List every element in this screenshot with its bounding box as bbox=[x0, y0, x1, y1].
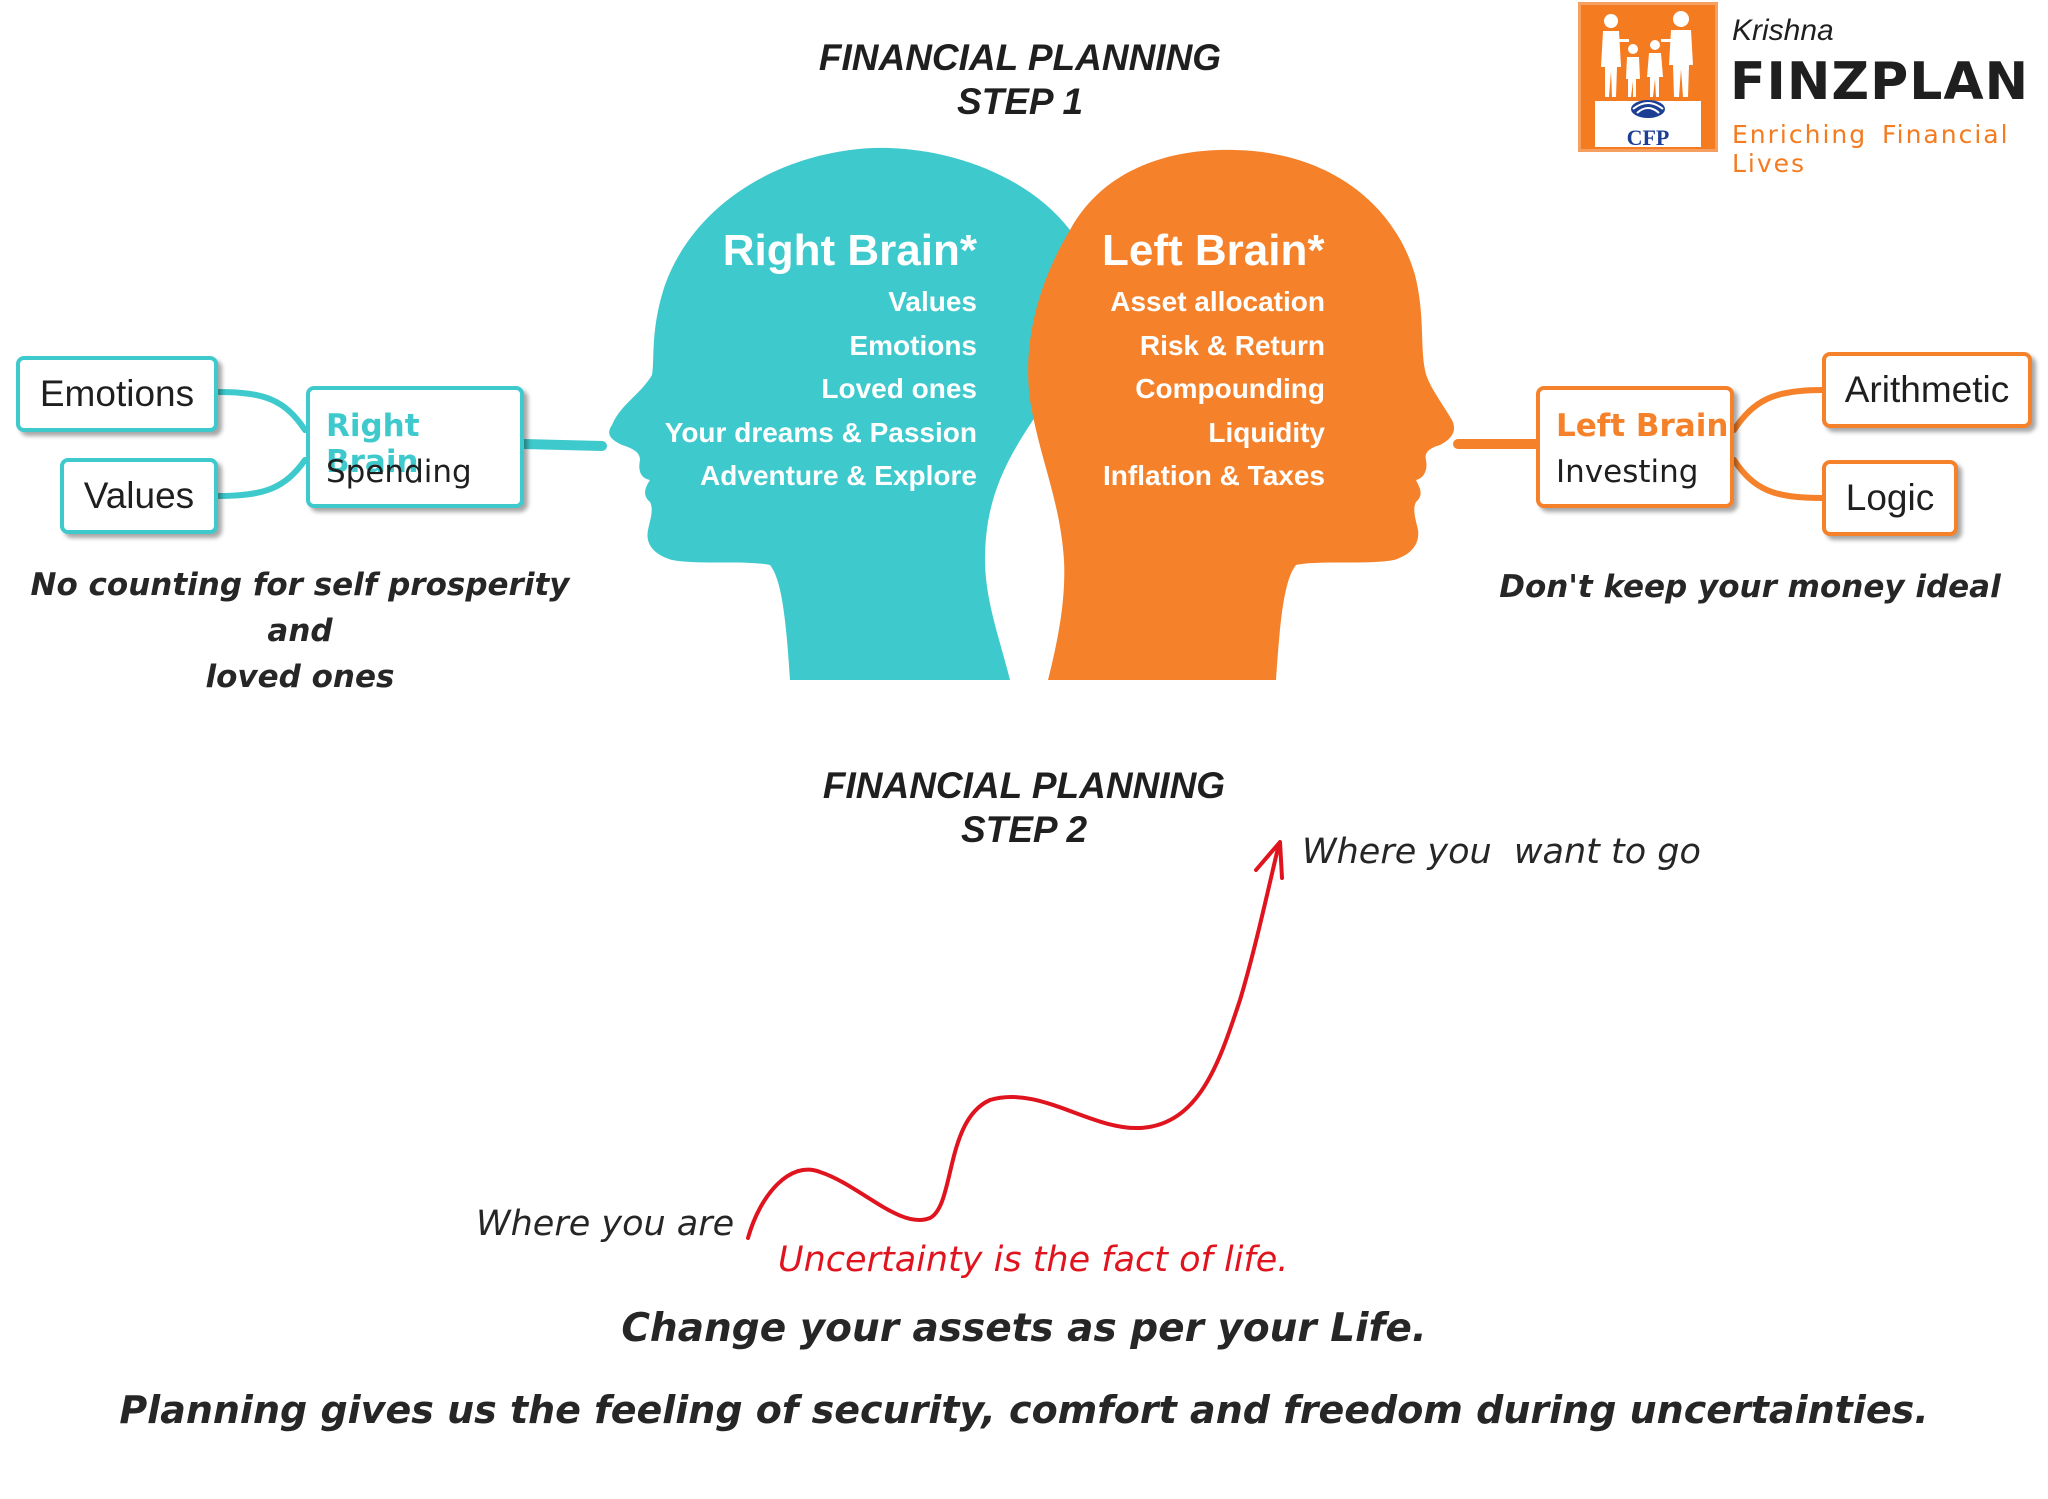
logo-tagline: Enriching Financial Lives bbox=[1732, 120, 2010, 178]
closing-line-1: Change your assets as per your Life. bbox=[621, 1306, 1427, 1351]
step2-title-line1: FINANCIAL PLANNING bbox=[822, 765, 1226, 806]
right-brain-caption: No counting for self prosperity and love… bbox=[0, 562, 600, 700]
right-brain-head-shape bbox=[609, 147, 1076, 681]
step2-title-line2: STEP 2 bbox=[960, 809, 1088, 850]
right-brain-node-subtitle: Spending bbox=[326, 454, 472, 490]
logo-big-name: FINZPLAN bbox=[1730, 52, 2030, 112]
right-brain-head-title: Right Brain* bbox=[722, 226, 977, 275]
mindmap-connectors bbox=[215, 387, 1825, 501]
logo-emblem-text: CFP bbox=[1626, 125, 1670, 150]
list-item: Values bbox=[888, 286, 977, 317]
list-item: Compounding bbox=[1135, 373, 1325, 404]
list-item: Liquidity bbox=[1208, 416, 1325, 448]
step1-title-line1: FINANCIAL PLANNING bbox=[818, 37, 1222, 78]
right-brain-head-list: Values Emotions Loved ones Your dreams &… bbox=[620, 280, 977, 498]
right-brain-spending-node: Right Brain Spending bbox=[306, 386, 524, 508]
closing-line-2: Planning gives us the feeling of securit… bbox=[119, 1388, 1929, 1432]
right-brain-node-title: Right Brain bbox=[326, 408, 420, 480]
right-brain-caption-line1: No counting for self prosperity and bbox=[30, 567, 570, 649]
list-item: Loved ones bbox=[821, 373, 977, 404]
logic-node: Logic bbox=[1822, 460, 1958, 536]
values-node-label: Values bbox=[83, 475, 195, 516]
list-item: Emotions bbox=[849, 329, 977, 361]
left-brain-node-subtitle: Investing bbox=[1556, 454, 1699, 490]
left-brain-caption: Don't keep your money ideal bbox=[1499, 569, 2001, 605]
journey-start-label: Where you are bbox=[476, 1204, 735, 1244]
arrowhead-icon bbox=[1254, 840, 1284, 880]
list-item: Asset allocation bbox=[1110, 286, 1325, 317]
list-item: Your dreams & Passion bbox=[664, 416, 977, 448]
left-brain-node-title: Left Brain bbox=[1556, 408, 1729, 444]
list-item: Adventure & Explore bbox=[700, 460, 977, 491]
logic-node-label: Logic bbox=[1845, 477, 1935, 518]
left-brain-investing-node: Left Brain Investing bbox=[1536, 386, 1734, 508]
list-item: Risk & Return bbox=[1139, 329, 1325, 361]
family-icon bbox=[1595, 11, 1701, 147]
step1-title: FINANCIAL PLANNING STEP 1 bbox=[780, 36, 1260, 124]
right-brain-caption-line2: loved ones bbox=[205, 659, 395, 695]
uncertainty-text: Uncertainty is the fact of life. bbox=[778, 1240, 1289, 1280]
arithmetic-node-label: Arithmetic bbox=[1844, 369, 2010, 410]
arithmetic-node: Arithmetic bbox=[1822, 352, 2032, 428]
emotions-node: Emotions bbox=[16, 356, 218, 432]
brain-heads-illustration bbox=[609, 147, 1455, 681]
left-brain-head-list: Asset allocation Risk & Return Compoundi… bbox=[1080, 280, 1325, 498]
list-item: Inflation & Taxes bbox=[1103, 460, 1325, 491]
emotions-node-label: Emotions bbox=[39, 373, 195, 414]
left-brain-head-title: Left Brain* bbox=[1102, 226, 1325, 275]
journey-curve bbox=[746, 840, 1284, 1240]
left-brain-head-shape bbox=[1028, 149, 1455, 681]
logo-emblem: CFP bbox=[1578, 2, 1718, 152]
journey-end-label: Where you want to go bbox=[1302, 832, 1701, 872]
step1-title-line2: STEP 1 bbox=[956, 81, 1084, 122]
logo-small-name: Krishna bbox=[1732, 14, 1834, 47]
values-node: Values bbox=[60, 458, 218, 534]
step2-title: FINANCIAL PLANNING STEP 2 bbox=[784, 764, 1264, 852]
finzplan-logo: CFP Krishna FINZPLAN Enriching Financial… bbox=[1578, 2, 2048, 178]
